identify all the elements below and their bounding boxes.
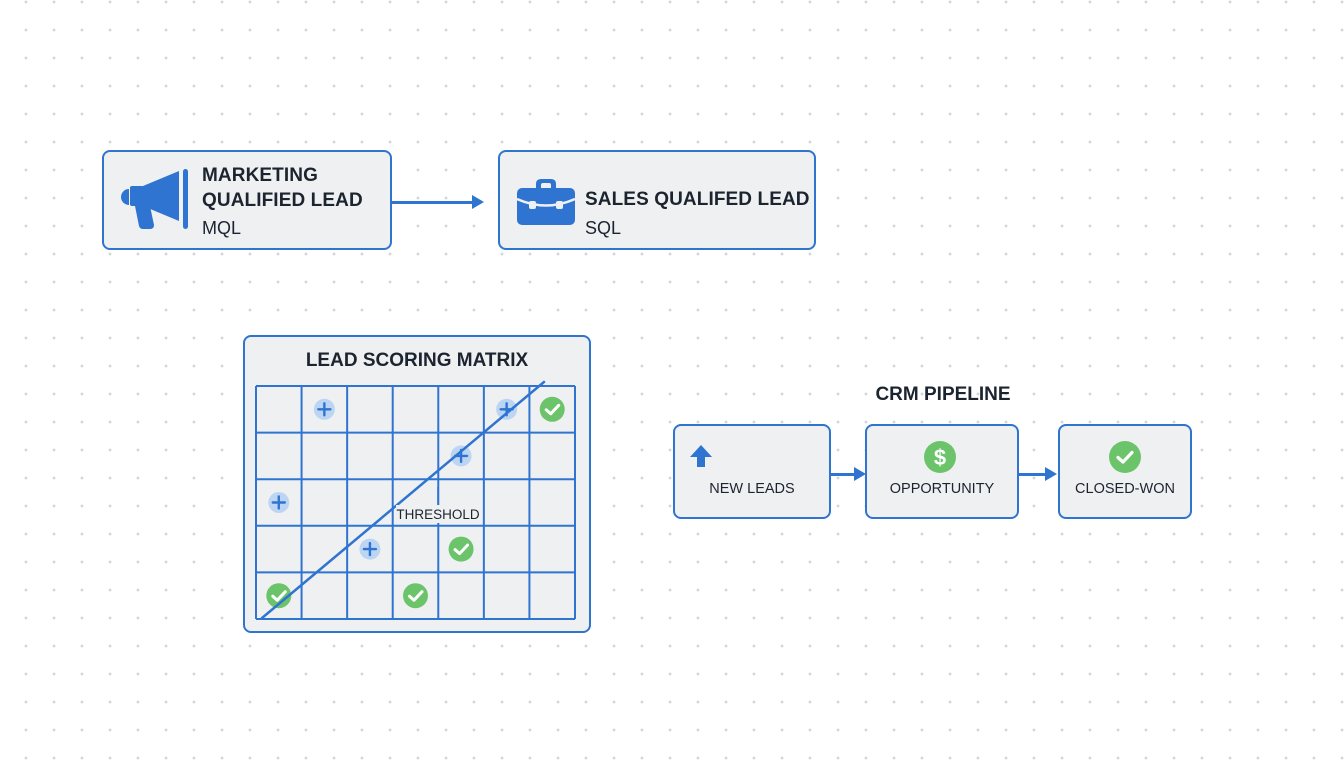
sql-title: SALES QUALIFED LEAD: [585, 189, 810, 210]
megaphone-icon: [121, 168, 189, 230]
sql-abbreviation: SQL: [585, 218, 622, 238]
pipeline-title: CRM PIPELINE: [875, 384, 1011, 405]
check-marker-icon: [266, 583, 292, 609]
pipeline-stage-closed-won: CLOSED-WON: [1058, 424, 1192, 519]
matrix-title: LEAD SCORING MATRIX: [305, 350, 529, 371]
pipeline-stage-label: NEW LEADS: [709, 481, 795, 497]
matrix-grid-lines: [255, 385, 576, 620]
pipeline-stage-label: CLOSED-WON: [1075, 481, 1175, 497]
threshold-label: THRESHOLD: [396, 507, 480, 522]
mql-card: MARKETING QUALIFIED LEAD MQL: [102, 150, 392, 250]
plus-marker-icon: [450, 445, 472, 467]
check-marker-icon: [539, 396, 565, 422]
check-marker-icon: [403, 583, 428, 609]
plus-marker-icon: [313, 398, 335, 420]
pipeline-arrow-2: [1019, 467, 1057, 481]
briefcase-icon: [516, 179, 576, 225]
arrow-up-icon: [689, 444, 713, 468]
dollar-icon: $: [924, 441, 956, 473]
mql-title-line-2: QUALIFIED LEAD: [202, 190, 363, 211]
mql-title: MARKETING QUALIFIED LEAD: [202, 163, 363, 213]
check-circle-icon: [1109, 441, 1141, 473]
threshold-label-bg: [396, 505, 481, 523]
mql-title-line-1: MARKETING: [202, 165, 318, 186]
threshold-line: [260, 380, 546, 620]
sql-card: SALES QUALIFED LEAD SQL: [498, 150, 816, 250]
plus-marker-icon: [359, 538, 381, 560]
mql-to-sql-arrow: [391, 195, 484, 209]
pipeline-arrow-1: [831, 467, 866, 481]
matrix-markers: [266, 396, 565, 609]
pipeline-stage-new-leads: NEW LEADS: [673, 424, 831, 519]
pipeline-stage-label: OPPORTUNITY: [889, 481, 995, 497]
plus-marker-icon: [496, 398, 518, 420]
mql-abbreviation: MQL: [202, 218, 242, 238]
svg-text:$: $: [934, 445, 946, 470]
pipeline-stage-opportunity: $ OPPORTUNITY: [865, 424, 1019, 519]
check-marker-icon: [448, 536, 474, 562]
plus-marker-icon: [268, 492, 290, 513]
